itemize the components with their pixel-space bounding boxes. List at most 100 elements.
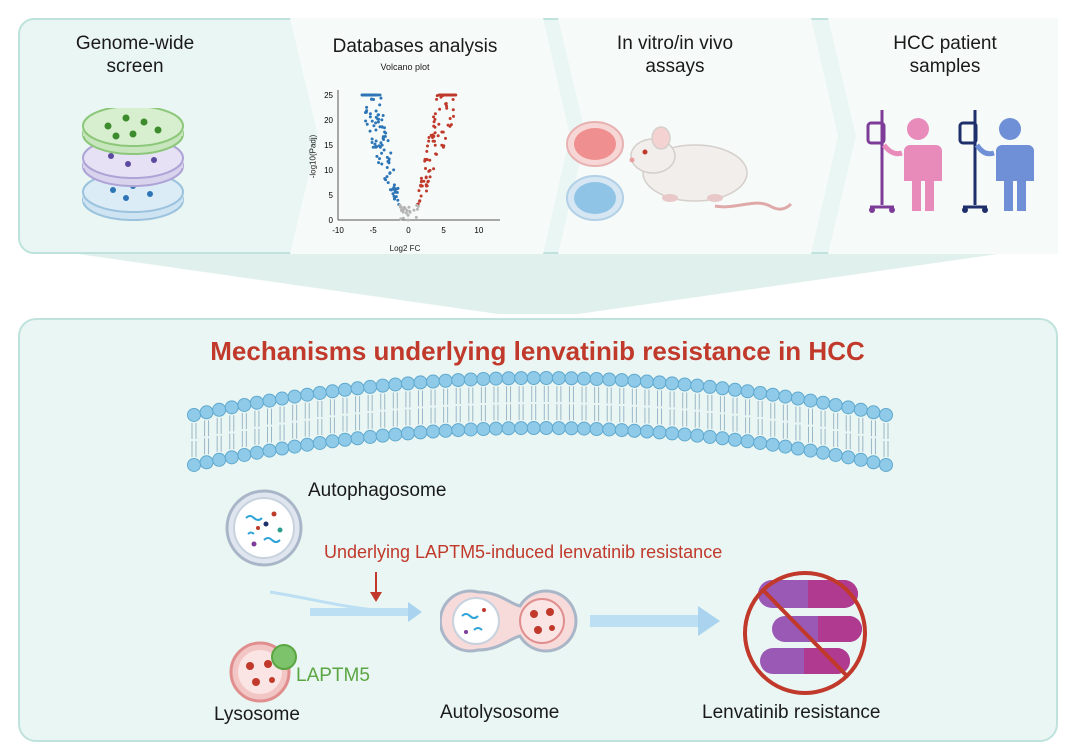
volcano-point <box>412 208 416 212</box>
lenvatinib-capsules-icon <box>743 571 867 695</box>
volcano-y-tick: 20 <box>324 116 333 125</box>
volcano-point <box>378 125 382 129</box>
volcano-point <box>426 180 430 184</box>
volcano-point <box>428 175 432 179</box>
volcano-point <box>433 117 437 121</box>
lipid-head <box>790 391 805 406</box>
volcano-point <box>392 183 396 187</box>
lipid-head <box>388 377 403 392</box>
lipid-head <box>879 457 893 472</box>
lipid-head <box>249 395 264 410</box>
lipid-head <box>702 379 717 394</box>
volcano-point <box>444 136 448 140</box>
volcano-point <box>417 189 421 193</box>
volcano-point <box>377 117 381 121</box>
lipid-head <box>363 429 378 444</box>
autolysosome-label: Autolysosome <box>440 702 560 723</box>
lipid-head <box>463 422 478 437</box>
volcano-point <box>398 203 402 207</box>
volcano-point <box>395 191 399 195</box>
lipid-head <box>702 429 717 444</box>
volcano-point <box>380 125 384 129</box>
lipid-head <box>614 423 629 438</box>
volcano-point <box>448 116 452 120</box>
volcano-point <box>373 142 377 146</box>
volcano-point <box>380 118 384 122</box>
lipid-head <box>602 422 617 437</box>
lipid-head <box>413 425 428 440</box>
iv-stand-pink-icon <box>866 110 895 213</box>
mechanism-panel <box>18 318 1058 742</box>
volcano-point <box>365 109 369 113</box>
volcano-point <box>374 121 378 125</box>
lipid-head <box>652 425 667 440</box>
down-arrow-icon <box>370 572 382 602</box>
lipid-head <box>463 372 478 387</box>
lipid-head <box>375 378 390 393</box>
laptm5-protein-icon <box>271 644 297 670</box>
lipid-head <box>187 407 201 422</box>
volcano-point <box>375 154 379 158</box>
lysosome-label: Lysosome <box>214 704 300 725</box>
lipid-head <box>262 393 277 408</box>
volcano-point <box>437 122 441 126</box>
lipid-head <box>577 421 592 436</box>
volcano-point <box>407 205 411 209</box>
lipid-head <box>438 373 453 388</box>
lipid-head <box>665 426 680 441</box>
lipid-head <box>249 445 264 460</box>
volcano-point <box>401 207 405 211</box>
lipid-head <box>853 402 868 417</box>
lipid-head <box>879 407 893 422</box>
lipid-head <box>665 376 680 391</box>
fusion-arrow-icon <box>269 590 422 622</box>
volcano-point <box>391 192 395 196</box>
volcano-point <box>428 158 432 162</box>
volcano-point <box>401 210 405 214</box>
lipid-head <box>551 371 566 386</box>
volcano-point <box>386 181 390 185</box>
volcano-point <box>450 93 454 97</box>
volcano-point <box>445 93 449 97</box>
lipid-head <box>866 405 881 420</box>
volcano-point <box>388 171 392 175</box>
volcano-x-tick: 0 <box>406 226 411 235</box>
petri-dish-green <box>82 108 184 155</box>
volcano-point <box>424 166 428 170</box>
lipid-head <box>476 421 491 436</box>
resistance-arrow-icon <box>590 606 720 636</box>
patient-blue-icon <box>974 118 1034 211</box>
volcano-point <box>433 143 437 147</box>
lipid-head <box>677 427 692 442</box>
lipid-head <box>539 371 554 386</box>
volcano-y-tick: 0 <box>329 216 334 225</box>
lipid-head <box>300 437 315 452</box>
lipid-head <box>639 374 654 389</box>
funnel-shape <box>78 254 998 314</box>
volcano-point <box>441 145 445 149</box>
patient-pink-icon <box>882 118 942 211</box>
volcano-point <box>419 194 423 198</box>
lipid-head <box>690 428 705 443</box>
lipid-head <box>199 405 214 420</box>
resistance-label: Lenvatinib resistance <box>702 702 881 723</box>
volcano-point <box>448 93 452 97</box>
volcano-point <box>384 131 388 135</box>
lipid-head <box>778 439 793 454</box>
lipid-head <box>564 371 579 386</box>
volcano-point <box>442 93 446 97</box>
iv-stand-navy-icon <box>958 110 988 213</box>
autophagosome-label: Autophagosome <box>308 480 447 501</box>
volcano-point <box>372 98 376 102</box>
cell-membrane-bilayer <box>187 371 893 472</box>
lipid-head <box>577 371 592 386</box>
lipid-head <box>765 387 780 402</box>
volcano-point <box>451 97 455 101</box>
volcano-point <box>370 137 374 141</box>
lipid-head <box>627 423 642 438</box>
volcano-title: Volcano plot <box>380 62 430 72</box>
volcano-point <box>368 129 372 133</box>
lipid-head <box>325 384 340 399</box>
assays-illustration <box>566 121 793 221</box>
volcano-x-tick: -10 <box>332 226 344 235</box>
